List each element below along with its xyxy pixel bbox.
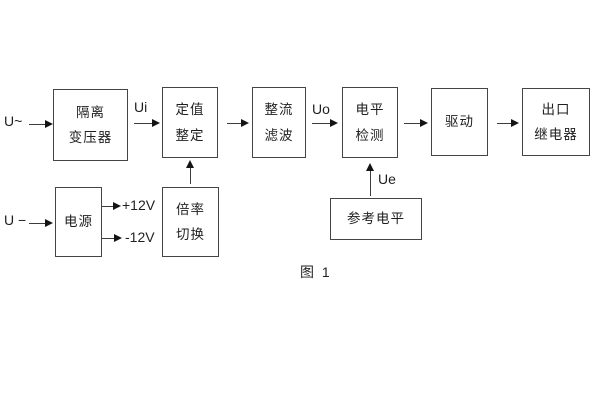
arrow-shaft bbox=[102, 237, 117, 239]
label-u-dc: U − bbox=[4, 212, 27, 228]
arrow-shaft bbox=[29, 123, 48, 125]
block-output-relay: 出口 继电器 bbox=[522, 88, 590, 156]
arrow-uac-to-isolation-transformer bbox=[29, 119, 53, 128]
label-u-ac: U~ bbox=[4, 113, 23, 129]
arrow-level-to-drive bbox=[404, 118, 428, 127]
arrowhead-right-icon bbox=[45, 218, 53, 227]
arrowhead-right-icon bbox=[241, 118, 249, 127]
arrow-power-plus12v bbox=[102, 201, 121, 210]
block-line: 倍率 bbox=[176, 201, 205, 217]
arrow-shaft bbox=[369, 168, 371, 196]
block-multiplier-switch: 倍率 切换 bbox=[162, 187, 219, 257]
block-line: 参考电平 bbox=[347, 211, 405, 227]
block-line: 隔离 bbox=[76, 104, 105, 120]
arrow-shaft bbox=[134, 122, 155, 124]
figure-caption: 图 1 bbox=[300, 264, 332, 280]
label-minus-12v: -12V bbox=[125, 229, 155, 245]
arrowhead-right-icon bbox=[152, 118, 160, 127]
label-ue: Ue bbox=[378, 171, 396, 187]
arrow-shaft bbox=[29, 222, 48, 224]
block-reference-level: 参考电平 bbox=[330, 198, 422, 240]
arrowhead-up-icon bbox=[365, 163, 374, 171]
arrow-shaft bbox=[227, 122, 244, 124]
label-ui: Ui bbox=[134, 99, 148, 115]
arrowhead-right-icon bbox=[113, 201, 121, 210]
arrowhead-right-icon bbox=[330, 118, 338, 127]
block-line: 定值 bbox=[175, 102, 205, 117]
arrow-multiplier-to-setting bbox=[185, 160, 194, 184]
block-rectify-filter: 整流 滤波 bbox=[252, 87, 306, 158]
arrowhead-right-icon bbox=[511, 118, 519, 127]
block-line: 整流 bbox=[264, 102, 294, 117]
block-value-setting: 定值 整定 bbox=[162, 87, 218, 158]
arrow-drive-to-output-relay bbox=[497, 118, 519, 127]
block-line: 变压器 bbox=[68, 130, 113, 145]
arrow-udc-to-power bbox=[29, 218, 53, 227]
block-line: 驱动 bbox=[445, 114, 474, 130]
block-line: 继电器 bbox=[534, 127, 578, 142]
label-uo: Uo bbox=[312, 101, 330, 117]
arrowhead-right-icon bbox=[114, 233, 122, 242]
block-line: 电平 bbox=[355, 102, 385, 117]
arrowhead-right-icon bbox=[420, 118, 428, 127]
block-power-supply: 电源 bbox=[55, 187, 102, 257]
arrowhead-right-icon bbox=[45, 119, 53, 128]
arrowhead-up-icon bbox=[185, 160, 194, 168]
arrow-shaft bbox=[312, 122, 333, 124]
arrow-setting-to-rectify bbox=[227, 118, 249, 127]
arrow-power-minus12v bbox=[102, 233, 122, 242]
block-drive: 驱动 bbox=[431, 88, 488, 156]
arrow-reference-to-level-detect bbox=[365, 163, 374, 196]
block-line: 切换 bbox=[176, 227, 205, 242]
arrow-shaft bbox=[102, 205, 116, 207]
block-line: 电源 bbox=[64, 214, 93, 230]
arrow-shaft bbox=[404, 122, 423, 124]
arrow-shaft bbox=[497, 122, 514, 124]
arrow-uo-to-level-detect bbox=[312, 118, 338, 127]
block-level-detect: 电平 检测 bbox=[342, 87, 398, 158]
arrow-ui-to-value-setting bbox=[134, 118, 160, 127]
block-line: 检测 bbox=[355, 127, 385, 143]
block-line: 滤波 bbox=[264, 127, 294, 143]
block-line: 出口 bbox=[541, 101, 571, 117]
arrow-shaft bbox=[189, 165, 191, 184]
label-plus-12v: +12V bbox=[122, 197, 156, 213]
block-line: 整定 bbox=[175, 127, 205, 143]
block-isolation-transformer: 隔离 变压器 bbox=[53, 89, 128, 161]
